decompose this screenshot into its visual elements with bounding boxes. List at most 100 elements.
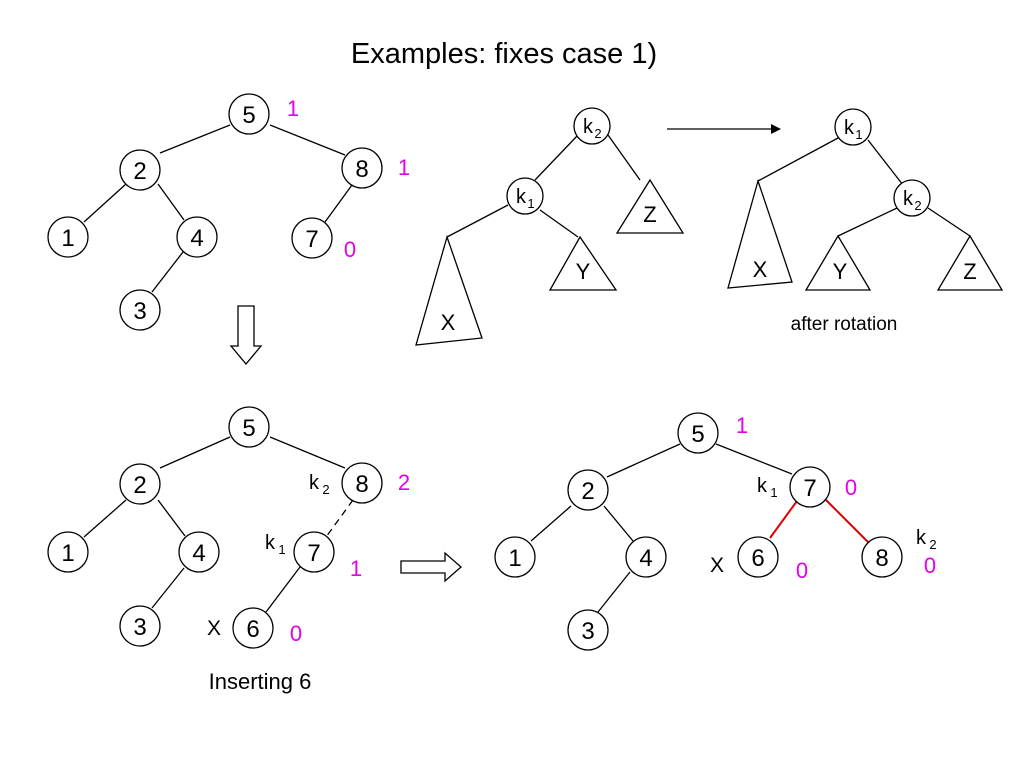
tree-node bbox=[228, 406, 270, 448]
subtree-x bbox=[415, 234, 483, 346]
subtree-label: Z bbox=[963, 259, 976, 284]
tree-node bbox=[625, 536, 667, 578]
tree-node-k2 bbox=[893, 179, 931, 217]
tree-node-k2 bbox=[573, 107, 611, 145]
node-tag-k2: k bbox=[309, 472, 320, 494]
balance-factor: 1 bbox=[398, 155, 410, 180]
node-label: 1 bbox=[508, 545, 521, 572]
edge-5-8 bbox=[269, 124, 346, 156]
node-label-subscript: 1 bbox=[527, 196, 534, 211]
subtree-label: X bbox=[753, 257, 768, 282]
right-arrow-icon bbox=[771, 124, 781, 134]
tree-after: 5 2 7 1 4 6 8 3 k 1 k 2 X 1 0 0 0 bbox=[494, 412, 937, 651]
subtree-label: Y bbox=[833, 259, 848, 284]
node-label: k bbox=[903, 188, 914, 210]
tree-node bbox=[341, 462, 383, 504]
edge-5-2 bbox=[159, 436, 231, 469]
subtree-label: Y bbox=[576, 259, 591, 284]
edge-4-3 bbox=[151, 567, 185, 609]
tree-inserting: 5 2 8 1 4 7 3 6 k 2 k 1 X 2 1 0 Insertin… bbox=[47, 406, 410, 694]
node-label: 7 bbox=[305, 226, 318, 253]
balance-factor: 0 bbox=[924, 553, 936, 578]
tree-node bbox=[178, 531, 220, 573]
node-label: 1 bbox=[61, 540, 74, 567]
node-label: 8 bbox=[355, 156, 368, 183]
subtree-y bbox=[804, 234, 872, 291]
tree-node bbox=[789, 466, 831, 508]
edge-7-6 bbox=[265, 566, 301, 613]
rotation-before: k 2 k 1 X Y Z bbox=[415, 107, 685, 346]
subtree-z bbox=[615, 178, 685, 234]
subtree-z bbox=[936, 234, 1004, 291]
node-label: k bbox=[516, 186, 527, 208]
edge-5-8 bbox=[269, 436, 346, 469]
node-label: 8 bbox=[875, 545, 888, 572]
tree-node bbox=[119, 149, 161, 191]
right-hollow-arrow-icon bbox=[400, 551, 462, 583]
node-label: 2 bbox=[133, 158, 146, 185]
edge-5-8-hidden bbox=[715, 443, 793, 475]
edge-2-4 bbox=[157, 183, 185, 221]
node-label: 5 bbox=[242, 415, 255, 442]
tree-node bbox=[47, 531, 89, 573]
edge-8-7-dashed bbox=[325, 499, 354, 538]
inserting-caption: Inserting 6 bbox=[209, 669, 312, 694]
edge-k2-y bbox=[837, 207, 898, 237]
tree-node bbox=[737, 536, 779, 578]
edge-5-7 bbox=[606, 443, 681, 478]
balance-factor: 0 bbox=[796, 558, 808, 583]
node-tag-k1: k bbox=[757, 475, 768, 497]
balance-factor: 2 bbox=[398, 470, 410, 495]
subtree-label: X bbox=[441, 310, 456, 335]
node-label: 4 bbox=[192, 540, 205, 567]
tree-node bbox=[47, 216, 89, 258]
node-tag-subscript: 2 bbox=[929, 537, 936, 552]
node-label-subscript: 2 bbox=[594, 126, 601, 141]
node-tag-subscript: 2 bbox=[322, 482, 329, 497]
tree-before: 5 2 8 1 4 7 3 1 1 0 bbox=[47, 93, 410, 331]
edge-4-3 bbox=[151, 251, 184, 293]
node-label: 5 bbox=[242, 102, 255, 129]
tree-node bbox=[494, 536, 536, 578]
edge-2-1 bbox=[83, 499, 127, 538]
page-title: Examples: fixes case 1) bbox=[351, 38, 657, 70]
node-label: k bbox=[583, 116, 594, 138]
subtree-y bbox=[548, 235, 618, 291]
edge-k1-y bbox=[539, 209, 579, 238]
edge-4-3 bbox=[597, 571, 631, 613]
node-label: 4 bbox=[639, 545, 652, 572]
node-label: 3 bbox=[133, 614, 146, 641]
edge-8-7 bbox=[324, 184, 353, 223]
node-tag-x: X bbox=[207, 617, 221, 640]
down-arrow-icon bbox=[229, 305, 263, 366]
edge-7-6-rotated bbox=[769, 500, 798, 539]
node-label: 6 bbox=[751, 545, 764, 572]
node-label: 4 bbox=[190, 225, 203, 252]
edge-k2-k1 bbox=[534, 134, 579, 181]
edge-5-2 bbox=[159, 124, 231, 154]
tree-node-k1 bbox=[506, 177, 544, 215]
node-tag-k2: k bbox=[916, 527, 927, 549]
tree-node bbox=[232, 607, 274, 649]
node-label: 7 bbox=[803, 475, 816, 502]
node-tag-subscript: 1 bbox=[278, 542, 285, 557]
edge-k1-x bbox=[757, 137, 839, 182]
balance-factor: 0 bbox=[845, 475, 857, 500]
node-label: 7 bbox=[307, 540, 320, 567]
tree-node bbox=[293, 531, 335, 573]
edge-2-4 bbox=[157, 499, 186, 537]
tree-node bbox=[341, 147, 383, 189]
tree-node bbox=[567, 609, 609, 651]
node-tag-subscript: 1 bbox=[770, 485, 777, 500]
tree-node bbox=[291, 217, 333, 259]
edge-k1-k2 bbox=[867, 139, 904, 186]
node-label: 2 bbox=[133, 472, 146, 499]
tree-node bbox=[119, 463, 161, 505]
node-label: 2 bbox=[581, 478, 594, 505]
balance-factor: 1 bbox=[287, 96, 299, 121]
edge-2-4 bbox=[603, 505, 634, 542]
node-label: 8 bbox=[355, 471, 368, 498]
edge-k2-z bbox=[927, 207, 971, 237]
balance-factor: 1 bbox=[350, 556, 362, 581]
rotation-after: k 1 k 2 X Y Z after rotation bbox=[727, 108, 1004, 335]
